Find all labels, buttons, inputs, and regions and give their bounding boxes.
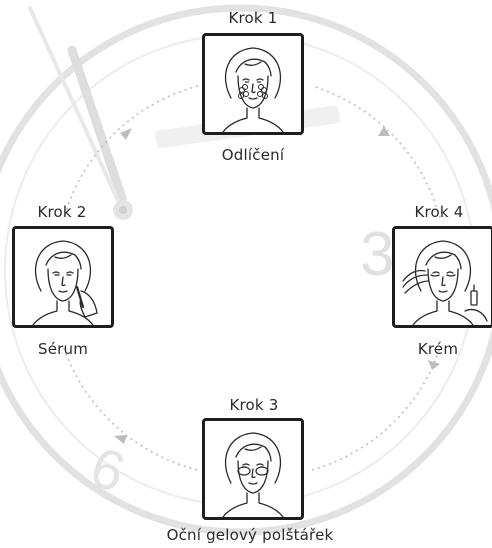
arrowhead-to-step3 <box>114 435 127 444</box>
face-cream-icon <box>402 240 488 325</box>
arrowhead-to-step4 <box>428 360 440 370</box>
face-eye-pads-icon <box>222 432 284 517</box>
step1-frame <box>202 33 304 135</box>
arrow-step3-to-step4-path <box>311 347 441 471</box>
clock-hand-short <box>67 45 127 203</box>
face-serum-icon <box>32 240 98 325</box>
step3-title: Krok 3 <box>229 396 279 414</box>
arrowhead-to-step1 <box>378 126 390 136</box>
step4-frame <box>392 226 492 328</box>
step2-caption: Sérum <box>37 340 89 358</box>
step3-caption: Oční gelový polštářek <box>166 526 334 544</box>
arrow-step1-to-step2-path <box>63 85 199 219</box>
arrow-step4-to-step1-path <box>311 85 441 219</box>
clock-numeral-three: 3 <box>360 220 394 289</box>
step1-caption: Odlíčení <box>221 146 285 164</box>
step4-caption: Krém <box>417 340 459 358</box>
clock-outer-ring <box>0 4 492 536</box>
arrow-step2-to-step3-path <box>63 347 199 471</box>
step1-title: Krok 1 <box>228 9 278 27</box>
step4-title: Krok 4 <box>414 203 464 221</box>
face-cleansing-icon <box>222 47 284 132</box>
clock-hand-long <box>28 6 122 207</box>
arrowhead-to-step2 <box>120 128 132 140</box>
step2-title: Krok 2 <box>37 203 87 221</box>
step3-frame <box>202 418 304 520</box>
step2-frame <box>12 226 114 328</box>
